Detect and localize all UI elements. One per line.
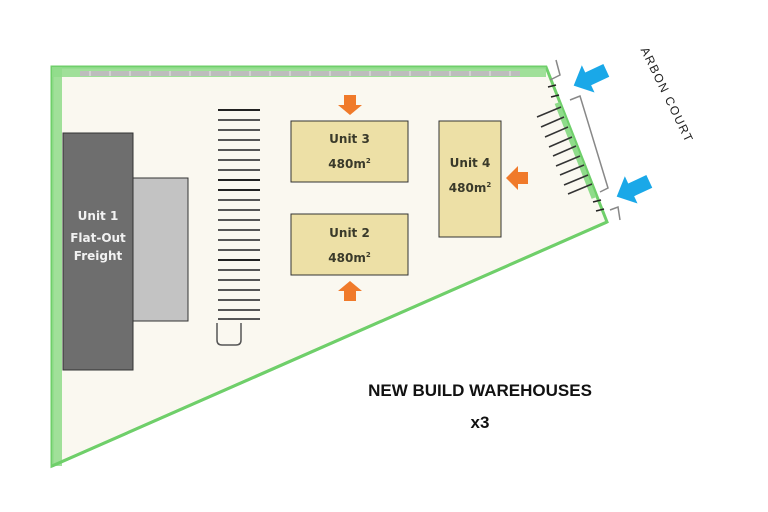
unit-2-building[interactable] — [290, 213, 409, 276]
unit-4-label: Unit 4 480m2 — [439, 152, 501, 199]
landscape-strip-left — [52, 67, 62, 466]
unit-3-building[interactable] — [290, 120, 409, 183]
fence-ticks — [89, 71, 511, 76]
unit-1-annex[interactable] — [132, 177, 189, 322]
unit-2-area-sup: 2 — [365, 251, 371, 259]
unit-3-name: Unit 3 — [329, 132, 370, 146]
driveway-outlines — [549, 59, 621, 221]
orange-arrow-unit-4-icon — [506, 166, 528, 190]
fence-top — [80, 71, 520, 76]
unit-1-tenant-line1: Flat-Out — [70, 231, 126, 245]
unit-1-tenant-line2: Freight — [73, 249, 123, 263]
plan-title-line2: x3 — [470, 413, 490, 432]
unit-1-building[interactable] — [62, 132, 134, 371]
gate-ticks — [547, 84, 605, 212]
plan-title-line1: NEW BUILD WAREHOUSES — [368, 381, 592, 400]
blue-arrow-south-entry-icon — [616, 175, 653, 204]
unit-3-area-sup: 2 — [365, 157, 371, 165]
unit-2-label: Unit 2 480m2 — [291, 222, 408, 269]
unit-4-name: Unit 4 — [449, 156, 491, 170]
unit-2-area-value: 480m — [328, 251, 366, 265]
parking-bays-frontage — [536, 106, 593, 195]
unit-4-area-value: 480m — [448, 181, 487, 195]
unit-3-label: Unit 3 480m2 — [291, 128, 408, 175]
parking-end-island — [216, 323, 242, 346]
unit-4-building[interactable] — [438, 120, 502, 238]
orange-arrow-unit-2-icon — [338, 281, 362, 301]
unit-3-area-value: 480m — [328, 157, 366, 171]
plan-title: NEW BUILD WAREHOUSES x3 — [330, 375, 630, 439]
boundary-diagonal — [51, 220, 608, 468]
blue-arrow-north-entry-icon — [573, 64, 610, 93]
unit-1-label: Unit 1 Flat-Out Freight — [63, 205, 133, 267]
unit-4-area-sup: 2 — [486, 181, 492, 189]
orange-arrow-unit-3-icon — [338, 95, 362, 115]
unit-2-area: 480m2 — [291, 244, 408, 269]
unit-4-area: 480m2 — [439, 174, 501, 199]
parking-bays-central — [218, 109, 260, 320]
unit-3-area: 480m2 — [291, 150, 408, 175]
unit-1-name: Unit 1 — [77, 209, 119, 223]
landscape-strip-frontage — [554, 102, 597, 199]
unit-2-name: Unit 2 — [329, 226, 370, 240]
